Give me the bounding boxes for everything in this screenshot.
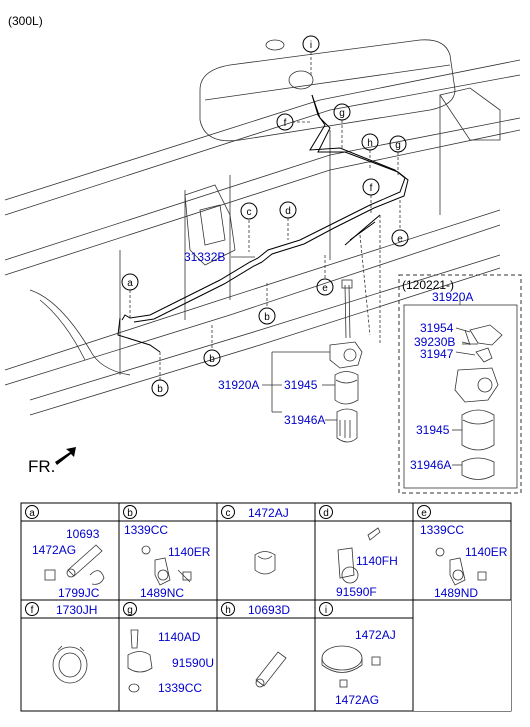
detail-39230B: 39230B — [414, 335, 455, 349]
table-a-circle — [25, 505, 39, 519]
table-f-circle — [25, 602, 39, 616]
chassis-frame — [4, 59, 521, 416]
table-f-parts-drawing — [52, 645, 88, 684]
table-d-circle — [319, 505, 333, 519]
table-h-10693D: 10693D — [248, 603, 290, 617]
callout-a — [121, 273, 139, 291]
callout-e-2 — [316, 278, 334, 296]
table-h-parts-drawing — [255, 651, 287, 688]
part-label-31946A-main: 31946A — [284, 413, 325, 427]
fuel-tank — [199, 39, 456, 142]
callout-b-1 — [151, 379, 169, 397]
callout-e-2-text: e — [322, 283, 328, 294]
callout-c — [240, 202, 258, 220]
main-callouts: a b b b c d e e f f g g h i — [121, 35, 409, 397]
part-label-31920A-main: 31920A — [218, 378, 259, 392]
table-b-1489NC: 1489NC — [140, 586, 184, 600]
table-b-parts-drawing — [141, 545, 192, 586]
table-i-1472AJ: 1472AJ — [355, 628, 396, 642]
table-e-letter: e — [421, 508, 427, 519]
callout-g-1-text: g — [339, 108, 345, 119]
table-g-1140AD: 1140AD — [158, 630, 201, 644]
table-a-10693: 10693 — [66, 527, 100, 541]
table-g-91590U: 91590U — [172, 656, 214, 670]
table-b-1339CC: 1339CC — [124, 523, 168, 537]
callout-g-2 — [389, 135, 407, 153]
detail-31947: 31947 — [420, 347, 454, 361]
table-f-1730JH: 1730JH — [56, 603, 97, 617]
detail-31946A: 31946A — [410, 458, 451, 472]
table-h-circle — [221, 602, 235, 616]
callout-b-2 — [203, 349, 221, 367]
callout-b-3 — [258, 307, 276, 325]
callout-g-2-text: g — [395, 140, 401, 151]
callout-e-1-text: e — [397, 234, 403, 245]
callout-f-1 — [276, 113, 294, 131]
table-d-91590F: 91590F — [336, 585, 377, 599]
table-c-letter: c — [226, 508, 231, 519]
detail-31954: 31954 — [420, 321, 454, 335]
table-d-1140FH: 1140FH — [356, 554, 398, 568]
table-a-letter: a — [29, 508, 35, 519]
detail-31920A: 31920A — [432, 290, 473, 304]
callout-b-3-text: b — [264, 312, 270, 323]
part-label-31332B: 31332B — [184, 250, 225, 264]
callout-f-2-text: f — [370, 183, 373, 194]
table-d-parts-drawing — [337, 527, 381, 584]
detail-31945: 31945 — [416, 423, 450, 437]
callout-i-text: i — [310, 40, 312, 51]
callout-e-1 — [391, 229, 409, 247]
table-e-1140ER: 1140ER — [465, 545, 508, 559]
table-i-parts-drawing — [321, 645, 381, 688]
callout-g-1 — [333, 103, 351, 121]
detail-box — [398, 274, 522, 494]
table-a-1472AG: 1472AG — [32, 543, 76, 557]
callout-a-text: a — [127, 278, 133, 289]
table-e-circle — [417, 505, 431, 519]
table-b-letter: b — [127, 508, 133, 519]
callout-f-2 — [362, 178, 380, 196]
table-e-parts-drawing — [435, 547, 487, 586]
table-e-1339CC: 1339CC — [420, 523, 464, 537]
fuel-lines — [117, 94, 409, 353]
table-e-1489ND: 1489ND — [434, 586, 478, 600]
callout-f-1-text: f — [284, 118, 287, 129]
callout-d-text: d — [285, 206, 291, 217]
part-label-31945-main: 31945 — [284, 378, 318, 392]
table-f-letter: f — [31, 605, 34, 616]
table-g-parts-drawing — [127, 629, 153, 693]
callout-d — [279, 201, 297, 219]
table-c-1472AJ: 1472AJ — [248, 506, 289, 520]
callout-leaders — [129, 52, 401, 380]
callout-h — [361, 133, 379, 151]
table-i-letter: i — [325, 605, 327, 616]
parts-table — [20, 502, 512, 712]
callout-i — [302, 35, 320, 53]
table-g-1339CC: 1339CC — [158, 681, 202, 695]
callout-c-text: c — [247, 207, 252, 218]
table-d-letter: d — [323, 508, 329, 519]
table-i-1472AG: 1472AG — [335, 693, 379, 707]
table-h-letter: h — [225, 605, 231, 616]
table-a-1799JC: 1799JC — [58, 586, 100, 600]
callout-b-2-text: b — [209, 354, 215, 365]
table-c-circle — [221, 505, 235, 519]
fuel-filter-main — [329, 341, 363, 443]
table-b-1140ER: 1140ER — [168, 545, 211, 559]
table-b-circle — [123, 505, 137, 519]
table-g-letter: g — [127, 605, 133, 616]
callout-b-1-text: b — [157, 384, 163, 395]
table-a-parts-drawing — [44, 544, 105, 585]
table-g-circle — [123, 602, 137, 616]
front-direction-label: FR. — [28, 457, 55, 476]
table-i-circle — [319, 602, 333, 616]
callout-h-text: h — [367, 138, 373, 149]
front-arrow-icon — [55, 447, 76, 465]
table-c-parts-drawing — [254, 551, 276, 575]
detail-date: (120221-) — [402, 278, 454, 292]
model-label: (300L) — [8, 14, 43, 28]
